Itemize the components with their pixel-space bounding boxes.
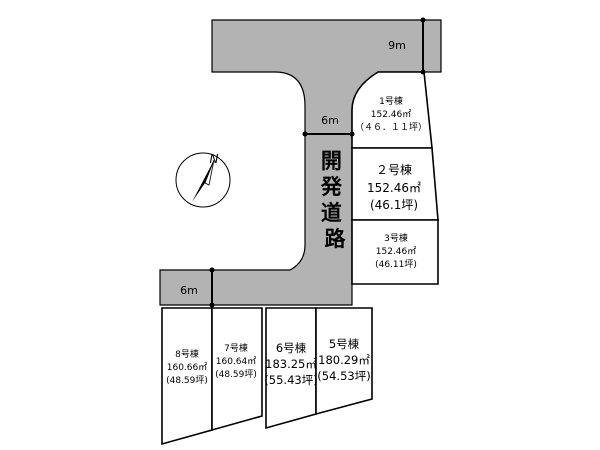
lot-area-tsubo: (48.59坪) bbox=[215, 369, 257, 380]
lot-area-tsubo: (55.43坪) bbox=[264, 373, 317, 387]
lot-number: 1号棟 bbox=[379, 95, 403, 107]
lot-area-tsubo: (46.11坪) bbox=[375, 259, 417, 270]
lot-area-tsubo: (48.59坪) bbox=[166, 375, 208, 386]
road-width-top: 9m bbox=[388, 39, 406, 52]
lot-3 bbox=[351, 219, 439, 285]
dimension-dot bbox=[420, 17, 426, 23]
dimension-dot bbox=[209, 302, 215, 308]
lot-1-label: 1号棟 152.46㎡ （４６．１１坪） bbox=[355, 95, 427, 133]
dimension-dot bbox=[209, 267, 215, 273]
lot-area-m2: 152.46㎡ bbox=[367, 181, 421, 195]
road-width-bottom: 6m bbox=[180, 284, 198, 297]
lot-area-m2: 180.29㎡ bbox=[318, 353, 370, 367]
lot-7-label: 7号棟 160.64㎡ (48.59坪) bbox=[215, 342, 257, 380]
north-label: N bbox=[210, 152, 219, 166]
lot-area-m2: 160.66㎡ bbox=[167, 362, 208, 373]
lot-area-tsubo: (54.53坪) bbox=[317, 369, 370, 383]
lot-area-m2: 183.25㎡ bbox=[265, 357, 317, 371]
dimension-dot bbox=[302, 131, 308, 137]
lot-area-tsubo: （４６．１１坪） bbox=[355, 122, 427, 133]
north-arrow-icon bbox=[192, 160, 214, 202]
north-arrow-outline-icon bbox=[204, 159, 215, 186]
lot-area-m2: 152.46㎡ bbox=[371, 109, 412, 120]
dimension-dot bbox=[349, 131, 355, 137]
road-width-middle: 6m bbox=[321, 114, 339, 127]
lot-number: ２号棟 bbox=[376, 162, 412, 177]
lot-number: 7号棟 bbox=[224, 342, 248, 354]
road-name-char-2: 発 bbox=[320, 175, 343, 199]
compass-ring bbox=[175, 152, 231, 208]
lot-area-m2: 152.46㎡ bbox=[376, 246, 417, 257]
lot-number: 8号棟 bbox=[175, 348, 199, 360]
road-name: 開 発 道 路 bbox=[320, 149, 349, 251]
lot-3-label: 3号棟 152.46㎡ (46.11坪) bbox=[375, 232, 417, 270]
lot-number: 5号棟 bbox=[329, 337, 360, 351]
road-name-char-3: 道 bbox=[321, 201, 342, 225]
lot-area-tsubo: (46.1坪) bbox=[370, 198, 418, 212]
lot-number: 3号棟 bbox=[384, 232, 408, 244]
road-name-char-4: 路 bbox=[325, 227, 347, 251]
lot-2-label: ２号棟 152.46㎡ (46.1坪) bbox=[367, 162, 421, 212]
lot-5 bbox=[315, 307, 373, 416]
lot-5-label: 5号棟 180.29㎡ (54.53坪) bbox=[317, 337, 370, 383]
lot-6-label: 6号棟 183.25㎡ (55.43坪) bbox=[264, 341, 317, 387]
lot-7 bbox=[211, 307, 263, 432]
road-name-char-1: 開 bbox=[321, 149, 342, 173]
lot-8-label: 8号棟 160.66㎡ (48.59坪) bbox=[166, 348, 208, 386]
dimension-dot bbox=[420, 69, 426, 75]
lot-number: 6号棟 bbox=[276, 341, 307, 355]
lot-area-m2: 160.64㎡ bbox=[216, 356, 257, 367]
compass: N bbox=[175, 152, 231, 208]
